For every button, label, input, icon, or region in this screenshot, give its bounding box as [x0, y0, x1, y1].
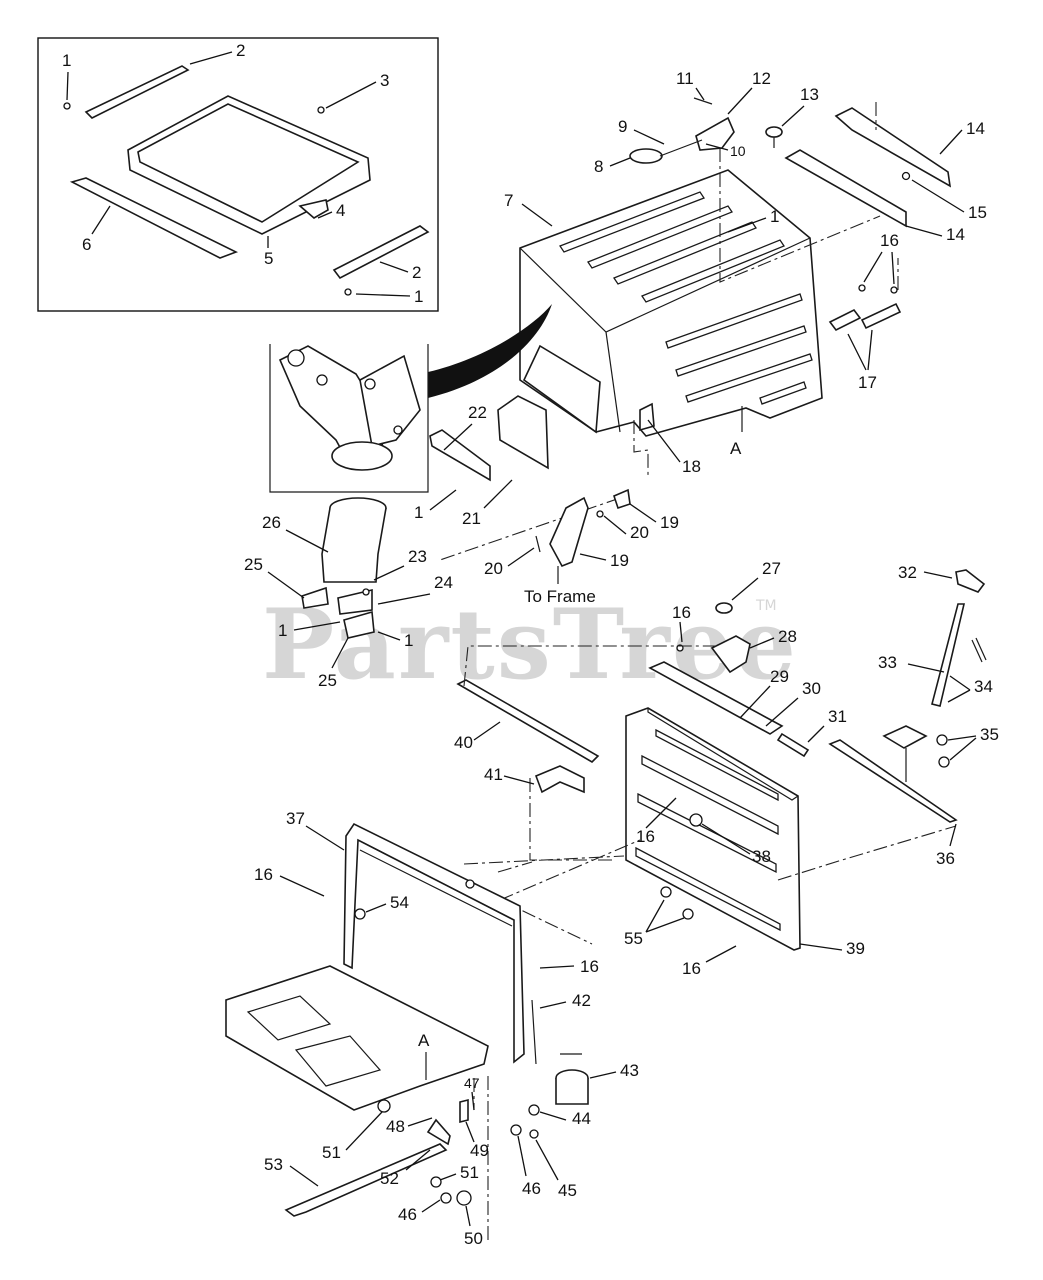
callout-1d: 1 [414, 503, 423, 522]
front-grille-panel [625, 707, 801, 951]
side-plates [429, 395, 549, 482]
chute-assembly [301, 497, 387, 639]
callout-40: 40 [454, 733, 473, 752]
callout-20a: 20 [630, 523, 649, 542]
callout-45: 45 [558, 1181, 577, 1200]
callout-26: 26 [262, 513, 281, 532]
callout-24: 24 [434, 573, 453, 592]
callout-19b: 19 [610, 551, 629, 570]
callout-50: 50 [464, 1229, 483, 1248]
prop-rod [931, 569, 987, 707]
callout-46b: 46 [398, 1205, 417, 1224]
callout-46a: 46 [522, 1179, 541, 1198]
callout-17: 17 [858, 373, 877, 392]
callout-33: 33 [878, 653, 897, 672]
hinge-hardware [629, 97, 783, 164]
callout-34: 34 [974, 677, 993, 696]
callout-10: 10 [730, 143, 746, 159]
callout-8: 8 [594, 157, 603, 176]
callout-16b: 16 [672, 603, 691, 622]
callout-32: 32 [898, 563, 917, 582]
callout-36: 36 [936, 849, 955, 868]
callout-44: 44 [572, 1109, 591, 1128]
hood-clips-right [828, 284, 902, 332]
callout-43: 43 [620, 1061, 639, 1080]
callout-2: 2 [236, 41, 245, 60]
callout-16f: 16 [682, 959, 701, 978]
callout-4: 4 [336, 201, 345, 220]
callout-49: 49 [470, 1141, 489, 1160]
callout-18: 18 [682, 457, 701, 476]
callout-27: 27 [762, 559, 781, 578]
callout-1e: 1 [278, 621, 287, 640]
lower-frame [225, 822, 525, 1111]
callout-16d: 16 [254, 865, 273, 884]
callout-51a: 51 [322, 1143, 341, 1162]
callout-16e: 16 [580, 957, 599, 976]
callout-38: 38 [752, 847, 771, 866]
callout-1b: 1 [414, 287, 423, 306]
callout-51b: 51 [460, 1163, 479, 1182]
callout-1: 1 [62, 51, 71, 70]
callout-31: 31 [828, 707, 847, 726]
support-bracket [828, 725, 958, 823]
callout-5: 5 [264, 249, 273, 268]
callout-28: 28 [778, 627, 797, 646]
callout-9: 9 [618, 117, 627, 136]
callout-47: 47 [464, 1075, 480, 1091]
callout-42: 42 [572, 991, 591, 1010]
inset-screen-assembly [37, 37, 439, 312]
to-frame-label: To Frame [524, 587, 596, 606]
lower-strips [456, 679, 600, 794]
callout-55: 55 [624, 929, 643, 948]
callout-14b: 14 [946, 225, 965, 244]
hood-panel [519, 169, 823, 437]
callout-21: 21 [462, 509, 481, 528]
callout-25a: 25 [244, 555, 263, 574]
callout-29: 29 [770, 667, 789, 686]
callout-16c: 16 [636, 827, 655, 846]
callout-16a: 16 [880, 231, 899, 250]
callout-11: 11 [676, 69, 694, 88]
callout-15: 15 [968, 203, 987, 222]
ref-a-top: A [730, 439, 742, 458]
callout-53: 53 [264, 1155, 283, 1174]
callout-1f: 1 [404, 631, 413, 650]
callout-labels: 1 2 3 4 5 6 2 1 7 8 9 10 11 12 13 14 14 … [62, 41, 999, 1248]
callout-20b: 20 [484, 559, 503, 578]
callout-7: 7 [504, 191, 513, 210]
callout-25b: 25 [318, 671, 337, 690]
inset-blower-box [269, 344, 429, 493]
watermark-trademark: TM [755, 598, 777, 614]
callout-22: 22 [468, 403, 487, 422]
callout-37: 37 [286, 809, 305, 828]
ref-a-bottom: A [418, 1031, 430, 1050]
callout-54: 54 [390, 893, 409, 912]
callout-2b: 2 [412, 263, 421, 282]
callout-3: 3 [380, 71, 389, 90]
callout-48: 48 [386, 1117, 405, 1136]
callout-19a: 19 [660, 513, 679, 532]
latch-assembly [535, 488, 631, 568]
callout-30: 30 [802, 679, 821, 698]
callout-23: 23 [408, 547, 427, 566]
black-tube [428, 304, 552, 398]
callout-6: 6 [82, 235, 91, 254]
callout-12: 12 [752, 69, 771, 88]
callout-52: 52 [380, 1169, 399, 1188]
callout-35: 35 [980, 725, 999, 744]
callout-1c: 1 [770, 207, 779, 226]
callout-41: 41 [484, 765, 503, 784]
callout-39: 39 [846, 939, 865, 958]
callout-14a: 14 [966, 119, 985, 138]
callout-13: 13 [800, 85, 819, 104]
hood-rails [784, 107, 952, 228]
